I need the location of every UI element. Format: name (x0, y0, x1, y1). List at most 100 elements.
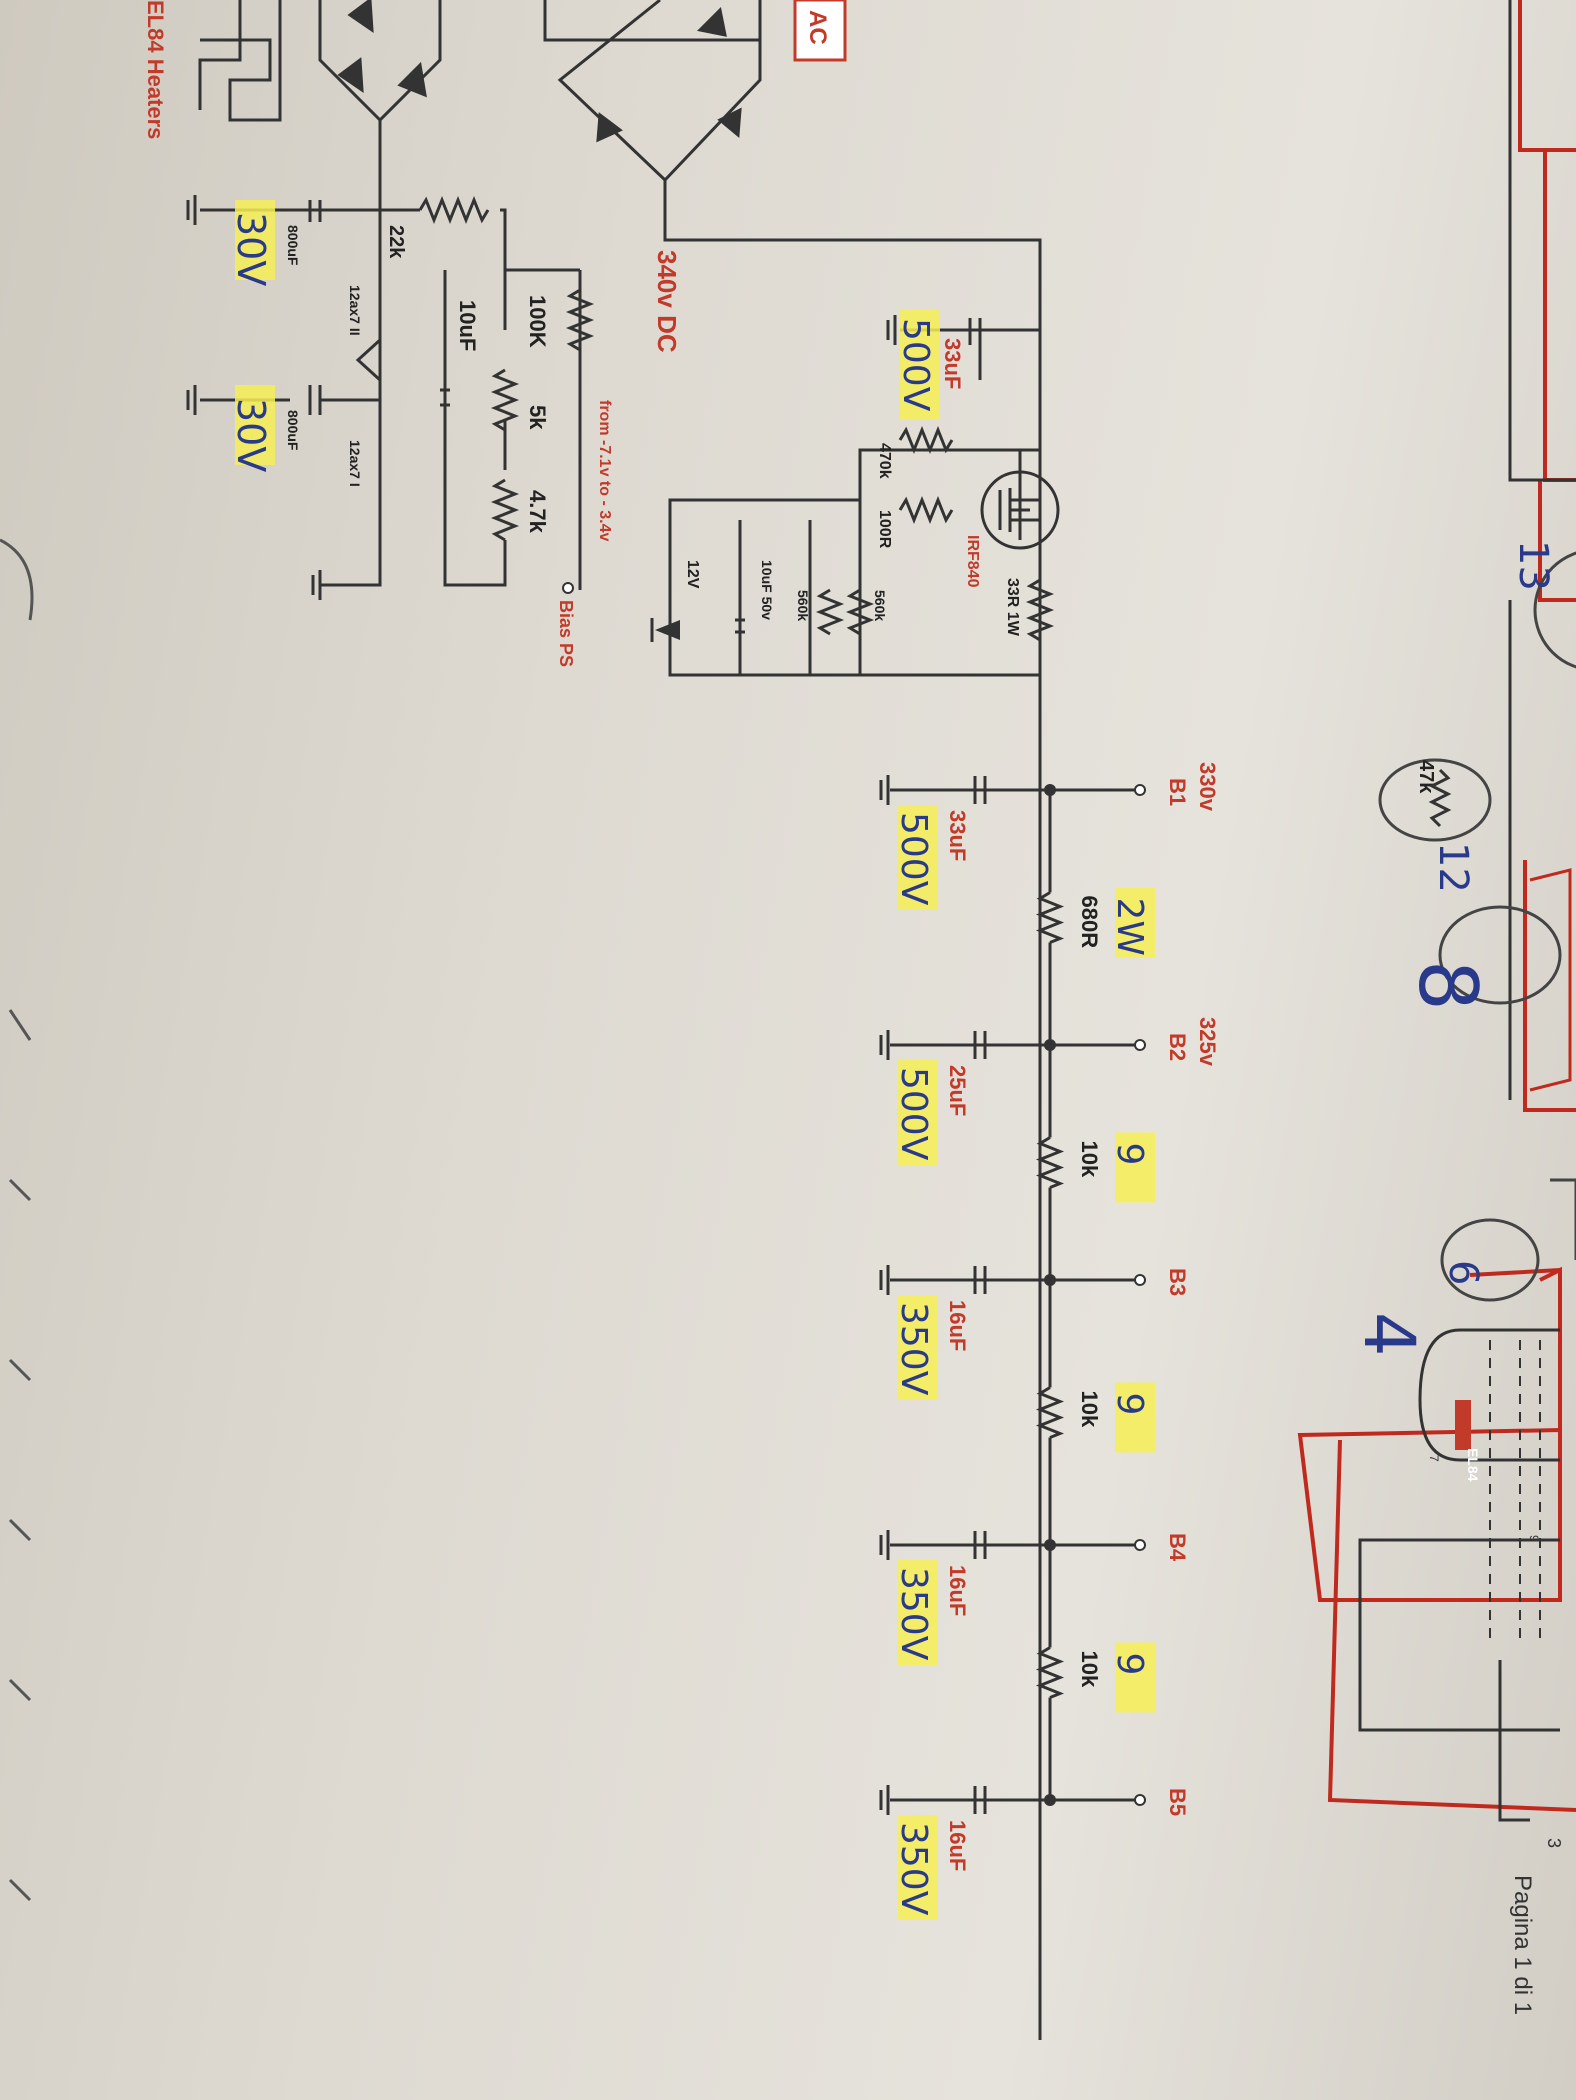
heater-12ax7-ii: 12ax7 II (347, 285, 363, 336)
c-33uf-main: 33uF (940, 338, 965, 389)
node-name-B4: B4 (1165, 1533, 1190, 1562)
bias-resistors (355, 195, 595, 542)
tube-grids (1489, 1340, 1541, 1640)
cap-value-B5: 16uF (945, 1820, 970, 1871)
bias-range-label: from -7.1v to - 3.4v (596, 400, 613, 541)
cap-value-B4: 16uF (945, 1565, 970, 1616)
node-name-B2: B2 (1165, 1033, 1190, 1061)
res-note-B1: 2W (1109, 898, 1150, 957)
mosfet-irf840 (980, 470, 1060, 550)
highlight-res-B1 (1115, 887, 1155, 958)
rectifier (543, 0, 1042, 690)
bias-output-terminal (562, 582, 574, 594)
node-name-B5: B5 (1165, 1788, 1190, 1816)
highlight-res-B4 (1115, 1642, 1155, 1713)
note-500v-main: 500V (895, 318, 936, 412)
pencil-marks-left (0, 538, 34, 1902)
heaters-label: EL84 Heaters (143, 0, 168, 139)
terminal-B4 (1134, 1539, 1146, 1551)
filter-caps (735, 318, 982, 634)
highlight-res-B2 (1115, 1132, 1155, 1203)
highlight-30v-b (235, 385, 275, 465)
c-800uf-a: 800uF (285, 225, 301, 266)
zener-12v (650, 618, 680, 642)
r-100r: 100R (876, 510, 893, 549)
r-22k: 22k (385, 225, 407, 259)
c-10uf-bias: 10uF (455, 300, 480, 351)
grounds-bias (186, 195, 322, 600)
heater-12ax7-i: 12ax7 I (347, 440, 363, 487)
highlight-cap-B4 (898, 1560, 938, 1665)
mosfet-label: IRF840 (964, 535, 981, 588)
grounds-filter (886, 315, 897, 345)
page-number: Pagina 1 di 1 (1509, 1875, 1536, 2015)
r-5k: 5k (525, 405, 550, 430)
r-33r-1w: 33R 1W (1004, 578, 1021, 637)
series-resistor-B4 (1035, 1646, 1065, 1699)
res-note-B3: 9 (1109, 1393, 1150, 1416)
pin-9: 9 (1527, 1535, 1541, 1542)
highlight-res-B3 (1115, 1382, 1155, 1453)
pin-7: 7 (1427, 1455, 1441, 1462)
ac-label-box (793, 0, 847, 62)
note-30v-b: 30V (229, 398, 273, 472)
note-4: 4 (1348, 1312, 1430, 1357)
cap-value-B3: 16uF (945, 1300, 970, 1351)
series-resistor-value-B3: 10k (1077, 1391, 1102, 1428)
r47k-circle (1378, 758, 1492, 842)
c-10uf-50v: 10uF 50v (759, 560, 775, 620)
supply-voltage-label: 340v DC (652, 250, 682, 353)
node-name-B3: B3 (1165, 1268, 1190, 1296)
highlight-cap-B1 (898, 805, 938, 910)
cap-note-B2: 500V (893, 1067, 934, 1161)
cap-note-B3: 350V (893, 1302, 934, 1396)
highlight-500v-main (900, 310, 940, 420)
terminal-B3 (1134, 1274, 1146, 1286)
cap-note-B5: 350V (893, 1822, 934, 1916)
r-100k: 100K (525, 295, 550, 348)
highlight-cap-B2 (898, 1060, 938, 1165)
series-resistor-value-B4: 10k (1077, 1651, 1102, 1688)
node-voltage-B2: 325v (1195, 1017, 1220, 1067)
highlight-cap-B5 (898, 1815, 938, 1920)
el84-tube: EL84 7 9 3 (1418, 1328, 1564, 1848)
terminal-B1 (1134, 784, 1146, 796)
res-note-B2: 9 (1109, 1143, 1150, 1166)
filter-wiring (668, 240, 1042, 2040)
c-800uf-b: 800uF (285, 410, 301, 451)
filter-resistors (815, 425, 1055, 642)
note-13: 13 (1510, 540, 1556, 591)
highlight-30v-a (235, 200, 275, 280)
terminal-B5 (1134, 1794, 1146, 1806)
el84-label-box (1455, 1400, 1471, 1450)
note-8: 8 (1401, 960, 1494, 1011)
pencil-circles (1378, 551, 1576, 1302)
r-560k-b: 560k (795, 590, 811, 621)
note-6: 6 (1440, 1260, 1486, 1285)
node-voltage-B1: 330v (1195, 762, 1220, 812)
ac-label: AC (804, 10, 831, 45)
note-12: 12 (1430, 842, 1476, 893)
highlight-cap-B3 (898, 1295, 938, 1400)
cap-value-B1: 33uF (945, 810, 970, 861)
zener-label: 12V (684, 560, 701, 589)
bias-bridge (318, 0, 442, 210)
dark-wires-upper (1358, 0, 1576, 1822)
cap-note-B1: 500V (893, 812, 934, 906)
heater-winding (198, 0, 282, 122)
series-resistor-value-B2: 10k (1077, 1141, 1102, 1178)
bias-ps-label: Bias PS (556, 600, 576, 667)
hand-notes-top: 13 12 8 6 4 47k (1348, 540, 1556, 1357)
r-470k: 470k (876, 443, 893, 479)
r-4k7: 4.7k (525, 490, 550, 534)
series-resistor-B1 (1035, 891, 1065, 944)
pin-3: 3 (1544, 1838, 1564, 1848)
cap-value-B2: 25uF (945, 1065, 970, 1116)
series-resistor-B2 (1035, 1136, 1065, 1189)
r-560k-a: 560k (872, 590, 888, 621)
node-name-B1: B1 (1165, 778, 1190, 806)
terminal-B2 (1134, 1039, 1146, 1051)
